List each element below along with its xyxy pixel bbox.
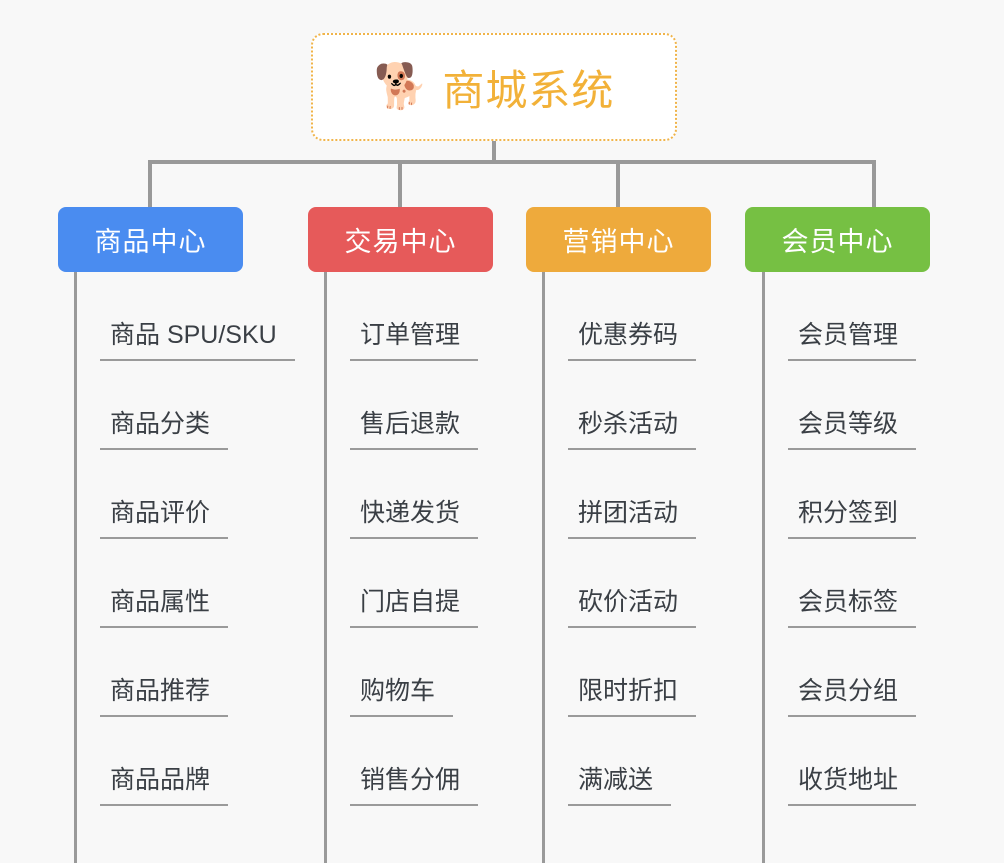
leaf-item[interactable]: 订单管理 xyxy=(324,272,493,361)
leaf-label: 会员管理 xyxy=(788,321,917,361)
leaf-label: 积分签到 xyxy=(788,499,917,539)
leaf-item[interactable]: 商品分类 xyxy=(74,361,243,450)
drop-connector-3 xyxy=(616,160,620,208)
leaf-item[interactable]: 拼团活动 xyxy=(542,450,711,539)
leaf-item[interactable]: 商品评价 xyxy=(74,450,243,539)
shiba-dog-icon: 🐕 xyxy=(373,62,429,111)
leaf-label: 商品评价 xyxy=(100,499,229,539)
branch-header-label-4: 会员中心 xyxy=(781,227,894,257)
leaf-item[interactable]: 积分签到 xyxy=(762,450,930,539)
leaf-label: 收货地址 xyxy=(788,766,917,806)
leaf-item[interactable]: 会员管理 xyxy=(762,272,930,361)
leaf-item[interactable]: 快递发货 xyxy=(324,450,493,539)
branch-trunk-4 xyxy=(762,272,765,863)
leaf-item[interactable]: 商品 SPU/SKU xyxy=(74,272,295,361)
branch-header-label-3: 营销中心 xyxy=(562,227,675,257)
leaf-item[interactable]: 购物车 xyxy=(324,628,493,717)
root-stem-connector xyxy=(492,141,496,164)
branch-trunk-3 xyxy=(542,272,545,863)
branch-header-1[interactable]: 商品中心 xyxy=(58,207,243,272)
branch-header-2[interactable]: 交易中心 xyxy=(308,207,493,272)
leaf-label: 秒杀活动 xyxy=(568,410,697,450)
branch-items-4: 会员管理 会员等级 积分签到 会员标签 会员分组 收货地址 xyxy=(762,272,930,863)
root-title: 商城系统 xyxy=(442,66,615,114)
drop-connector-4 xyxy=(872,160,876,208)
leaf-item[interactable]: 收货地址 xyxy=(762,717,930,806)
branch-column-3: 营销中心 优惠券码 秒杀活动 拼团活动 砍价活动 限时折扣 满减送 xyxy=(526,207,711,863)
leaf-label: 商品 SPU/SKU xyxy=(100,321,295,361)
branch-trunk-2 xyxy=(324,272,327,863)
leaf-item[interactable]: 商品品牌 xyxy=(74,717,243,806)
branch-items-1: 商品 SPU/SKU 商品分类 商品评价 商品属性 商品推荐 商品品牌 xyxy=(74,272,295,863)
leaf-item[interactable]: 满减送 xyxy=(542,717,711,806)
leaf-label: 优惠券码 xyxy=(568,321,697,361)
leaf-label: 拼团活动 xyxy=(568,499,697,539)
leaf-label: 会员标签 xyxy=(788,588,917,628)
leaf-label: 商品属性 xyxy=(100,588,229,628)
leaf-label: 限时折扣 xyxy=(568,677,697,717)
leaf-label: 会员分组 xyxy=(788,677,917,717)
leaf-item[interactable]: 会员分组 xyxy=(762,628,930,717)
drop-connector-2 xyxy=(398,160,402,208)
branch-column-2: 交易中心 订单管理 售后退款 快递发货 门店自提 购物车 销售分佣 xyxy=(308,207,493,863)
drop-connector-1 xyxy=(148,160,152,208)
leaf-item[interactable]: 门店自提 xyxy=(324,539,493,628)
leaf-label: 商品推荐 xyxy=(100,677,229,717)
branch-trunk-1 xyxy=(74,272,77,863)
leaf-item[interactable]: 会员标签 xyxy=(762,539,930,628)
branch-header-label-2: 交易中心 xyxy=(344,227,457,257)
leaf-item[interactable]: 商品推荐 xyxy=(74,628,243,717)
leaf-item[interactable]: 会员等级 xyxy=(762,361,930,450)
root-node[interactable]: 🐕 商城系统 xyxy=(311,33,677,141)
branch-items-2: 订单管理 售后退款 快递发货 门店自提 购物车 销售分佣 xyxy=(324,272,493,863)
leaf-item[interactable]: 商品属性 xyxy=(74,539,243,628)
leaf-item[interactable]: 秒杀活动 xyxy=(542,361,711,450)
branch-items-3: 优惠券码 秒杀活动 拼团活动 砍价活动 限时折扣 满减送 xyxy=(542,272,711,863)
branch-header-label-1: 商品中心 xyxy=(94,227,207,257)
leaf-label: 满减送 xyxy=(568,766,672,806)
branch-column-1: 商品中心 商品 SPU/SKU 商品分类 商品评价 商品属性 商品推荐 商品品牌 xyxy=(58,207,295,863)
leaf-label: 会员等级 xyxy=(788,410,917,450)
leaf-item[interactable]: 售后退款 xyxy=(324,361,493,450)
leaf-label: 快递发货 xyxy=(350,499,479,539)
leaf-item[interactable]: 砍价活动 xyxy=(542,539,711,628)
horizontal-bus-connector xyxy=(148,160,876,164)
leaf-label: 购物车 xyxy=(350,677,454,717)
branch-header-3[interactable]: 营销中心 xyxy=(526,207,711,272)
leaf-label: 销售分佣 xyxy=(350,766,479,806)
leaf-item[interactable]: 销售分佣 xyxy=(324,717,493,806)
leaf-label: 商品品牌 xyxy=(100,766,229,806)
leaf-label: 商品分类 xyxy=(100,410,229,450)
leaf-label: 售后退款 xyxy=(350,410,479,450)
mindmap-canvas: 🐕 商城系统 商品中心 商品 SPU/SKU 商品分类 商品评价 商品属性 xyxy=(58,33,930,863)
leaf-label: 订单管理 xyxy=(350,321,479,361)
leaf-item[interactable]: 优惠券码 xyxy=(542,272,711,361)
leaf-item[interactable]: 限时折扣 xyxy=(542,628,711,717)
branch-column-4: 会员中心 会员管理 会员等级 积分签到 会员标签 会员分组 收货地址 xyxy=(745,207,930,863)
leaf-label: 门店自提 xyxy=(350,588,479,628)
leaf-label: 砍价活动 xyxy=(568,588,697,628)
branch-header-4[interactable]: 会员中心 xyxy=(745,207,930,272)
